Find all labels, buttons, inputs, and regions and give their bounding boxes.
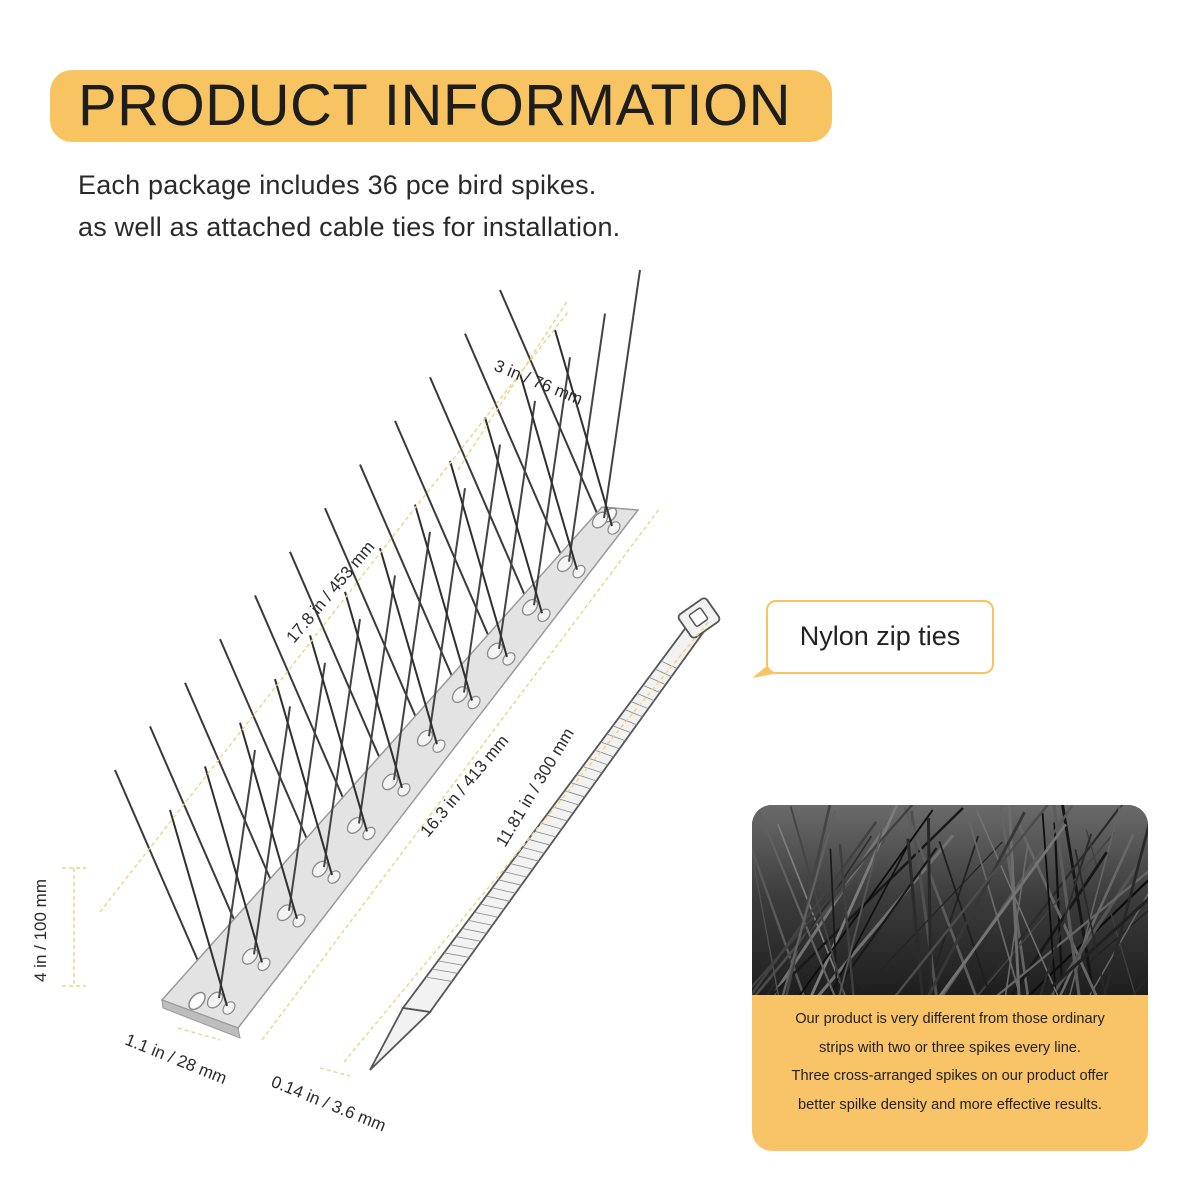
spike [519, 373, 578, 570]
dim-total-height: 4 in / 100 mm [31, 879, 50, 982]
feature-description: Our product is very different from those… [752, 1005, 1148, 1119]
spikes-closeup-photo [752, 805, 1148, 1015]
intro-line-2: as well as attached cable ties for insta… [78, 212, 621, 242]
feature-line-4: better spilke density and more effective… [798, 1096, 1102, 1113]
spike [324, 507, 426, 739]
callout-pointer [752, 665, 784, 678]
spike [289, 551, 391, 783]
spikes-back-row [114, 289, 601, 1001]
spikes-front-row [169, 269, 641, 1007]
spike [394, 420, 496, 652]
spike [309, 635, 368, 832]
spike [149, 725, 251, 957]
zip-tie-callout-label: Nylon zip ties [799, 621, 961, 651]
spike [414, 504, 473, 701]
spike [429, 376, 531, 608]
intro-text: Each package includes 36 pce bird spikes… [78, 164, 620, 248]
dimension-lines [62, 299, 711, 1077]
spike [464, 333, 566, 565]
feature-line-3: Three cross-arranged spikes on our produ… [791, 1068, 1109, 1084]
spike [239, 722, 298, 920]
dim-zip-tie-width: 0.14 in / 3.6 mm [269, 1072, 389, 1135]
spike [359, 464, 461, 695]
spike [449, 460, 508, 658]
page-title: PRODUCT INFORMATION [78, 73, 792, 138]
feature-panel: Our product is very different from those… [752, 805, 1148, 1151]
intro-line-1: Each package includes 36 pce bird spikes… [78, 170, 597, 200]
spike [254, 595, 356, 826]
dim-strip-length: 17.8 in / 453 mm [283, 537, 379, 646]
spike [219, 638, 321, 870]
spike [554, 329, 613, 527]
spike [499, 289, 601, 521]
title-banner [50, 70, 832, 142]
spike [603, 269, 641, 519]
spike [169, 809, 228, 1007]
spike [484, 416, 543, 614]
zip-tie-illustration [369, 597, 721, 1071]
spike [184, 682, 286, 914]
zip-tie-callout [766, 600, 994, 674]
spike [379, 547, 438, 745]
spike [204, 766, 263, 963]
spike [274, 678, 333, 876]
bird-spike-strip-illustration [160, 506, 640, 1039]
closeup-photo-graphic [752, 805, 1148, 1015]
spike [344, 591, 403, 789]
feature-line-1: Our product is very different from those… [795, 1011, 1105, 1027]
feature-line-2: strips with two or three spikes every li… [819, 1039, 1081, 1056]
zip-tie-ridges [425, 660, 678, 982]
